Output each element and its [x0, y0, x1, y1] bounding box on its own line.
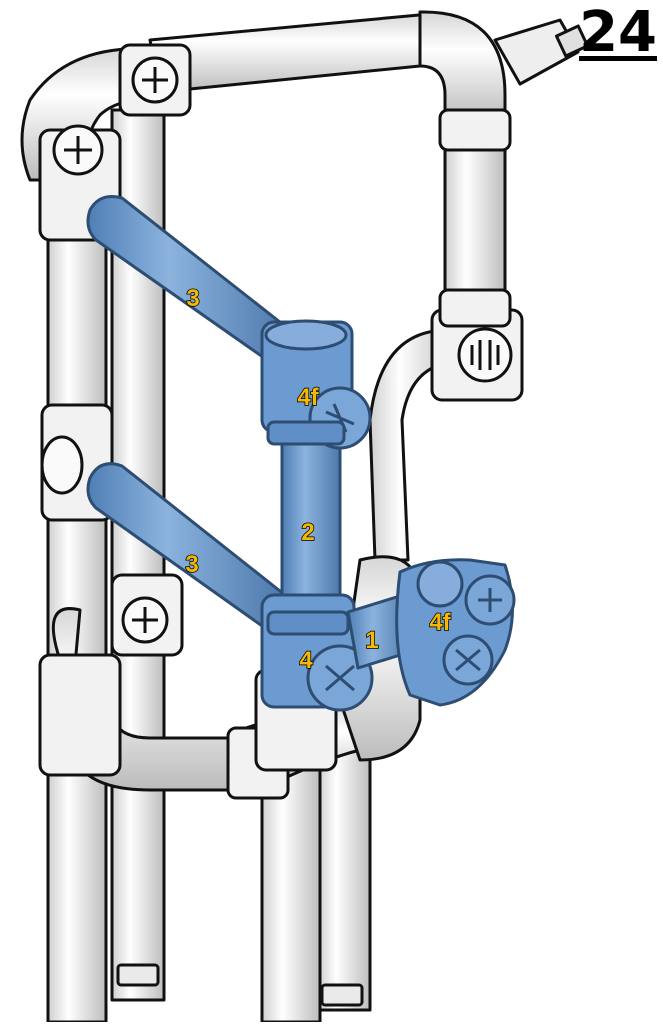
white-end-cap	[116, 963, 160, 987]
new-parts	[86, 195, 516, 712]
white-end-cap	[554, 24, 590, 58]
label-connector-lower: 4	[299, 647, 313, 674]
white-rod	[46, 128, 108, 1024]
label-connector-right: 4f	[429, 609, 451, 636]
white-connector	[438, 288, 512, 328]
white-rod	[368, 328, 457, 562]
white-connector	[38, 653, 122, 777]
label-rod-top: 3	[186, 285, 199, 312]
blue-connector-hole	[416, 560, 464, 608]
white-rod	[148, 12, 442, 94]
white-end-cap	[320, 983, 364, 1007]
label-rod-short: 1	[365, 627, 378, 654]
label-rod-lower: 3	[185, 551, 198, 578]
label-rod-vertical: 2	[301, 519, 314, 546]
existing-structure	[20, 10, 590, 1024]
white-elbow	[418, 10, 507, 122]
label-connector-upper: 4f	[297, 384, 319, 411]
white-connector	[438, 108, 512, 152]
step-number: 24	[579, 0, 657, 65]
part-labels: 3 4f 2 3 4 1 4f	[185, 284, 453, 675]
